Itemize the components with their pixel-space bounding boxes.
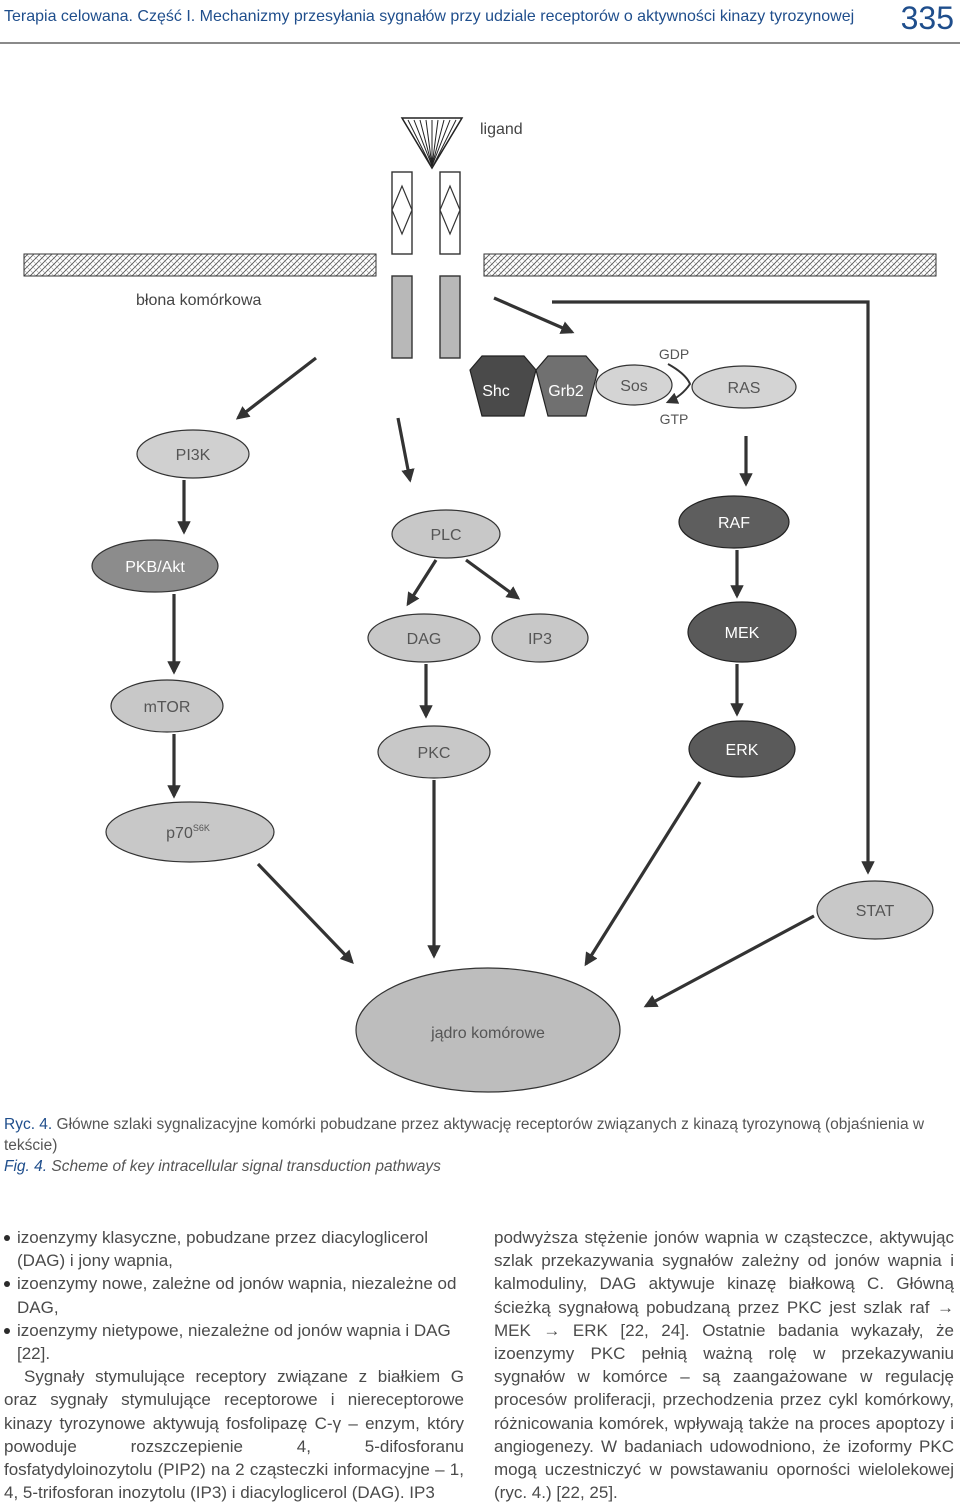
pi3k-node: [136, 429, 250, 479]
cell-membrane-right: [483, 253, 937, 277]
body-paragraph-left: Sygnały stymulujące receptory związane z…: [4, 1367, 464, 1503]
receptor-right: [439, 171, 461, 359]
signal-pathway-diagram: ligand błona komórkowa Shc Grb2 Sos GDP …: [23, 117, 937, 1093]
sos-label: Sos: [620, 378, 648, 395]
arrow-plc-to-ip3: [465, 558, 521, 600]
mtor-label: mTOR: [144, 699, 191, 716]
pi3k-label: PI3K: [176, 447, 211, 464]
erk-label: ERK: [726, 742, 759, 759]
ligand-label: ligand: [480, 121, 523, 138]
grb2-node: [535, 355, 599, 417]
caption-polish-text: Główne szlaki sygnalizacyjne komórki pob…: [4, 1116, 925, 1154]
s6k-superscript: S6K: [193, 823, 210, 833]
gdp-label: GDP: [659, 346, 689, 362]
plc-node: [391, 509, 501, 559]
ligand-hatching: [407, 119, 457, 167]
stat-label: STAT: [856, 903, 895, 920]
dag-node: [367, 613, 481, 663]
body-paragraph-right: podwyższa stężenie jonów wapnia w cząste…: [494, 1228, 954, 1503]
membrane-label: błona komórkowa: [136, 292, 262, 309]
ras-node: [691, 365, 797, 409]
erk-node: [688, 720, 796, 778]
caption-polish: Ryc. 4. Główne szlaki sygnalizacyjne kom…: [4, 1114, 956, 1156]
mek-label: MEK: [725, 625, 760, 642]
ip3-label: IP3: [528, 631, 552, 648]
p70-s6k-node: [105, 801, 275, 863]
arrow-receptor-to-stat: [552, 300, 875, 875]
arrow-stat-to-nucleus: [643, 914, 815, 1008]
running-header-title: Terapia celowana. Część I. Mechanizmy pr…: [4, 8, 855, 25]
header-divider: [0, 42, 960, 44]
figure-caption: Ryc. 4. Główne szlaki sygnalizacyjne kom…: [4, 1114, 956, 1177]
raf-label: RAF: [718, 515, 750, 532]
text-column-right: podwyższa stężenie jonów wapnia w cząste…: [494, 1226, 954, 1504]
nucleus-node: [355, 967, 621, 1093]
arrow-receptor-to-plc: [396, 417, 415, 483]
gtp-label: GTP: [660, 411, 689, 427]
caption-polish-label: Ryc. 4.: [4, 1116, 53, 1133]
pkc-node: [377, 725, 491, 779]
dag-label: DAG: [407, 631, 442, 648]
page-number: 335: [900, 0, 954, 36]
mtor-node: [110, 679, 224, 733]
raf-node: [678, 495, 790, 549]
text-column-left: izoenzymy klasyczne, pobudzane przez dia…: [4, 1226, 464, 1504]
arrow-plc-to-dag: [406, 559, 438, 607]
arrow-erk-to-nucleus: [584, 781, 702, 967]
stat-node: [816, 880, 934, 940]
ras-label: RAS: [728, 380, 761, 397]
caption-english-text: Scheme of key intracellular signal trans…: [51, 1158, 441, 1175]
gdp-gtp-exchange-arrow: [665, 363, 692, 404]
list-item: izoenzymy nowe, zależne od jonów wapnia,…: [4, 1272, 464, 1318]
arrow-receptor-to-pi3k: [235, 356, 317, 420]
arrow-p70-to-nucleus: [256, 862, 354, 964]
isoenzyme-list: izoenzymy klasyczne, pobudzane przez dia…: [4, 1226, 464, 1365]
cell-membrane-left: [23, 253, 377, 277]
list-item: izoenzymy klasyczne, pobudzane przez dia…: [4, 1226, 464, 1272]
caption-english-label: Fig. 4.: [4, 1158, 48, 1175]
plc-label: PLC: [430, 527, 461, 544]
mek-node: [687, 601, 797, 663]
caption-english: Fig. 4. Scheme of key intracellular sign…: [4, 1156, 956, 1177]
pkb-akt-label: PKB/Akt: [125, 559, 185, 576]
arrow-receptor-to-shc: [493, 296, 575, 334]
ip3-node: [491, 613, 589, 663]
receptor-left: [391, 171, 413, 359]
p70-s6k-label: p70S6K: [166, 823, 210, 842]
shc-label: Shc: [482, 383, 510, 400]
list-item: izoenzymy nietypowe, niezależne od jonów…: [4, 1319, 464, 1365]
pkb-akt-node: [91, 539, 219, 593]
p70-label: p70: [166, 825, 193, 842]
nucleus-label: jądro komórowe: [430, 1025, 545, 1042]
grb2-label: Grb2: [548, 383, 584, 400]
pathway-arrows: [167, 296, 875, 1008]
sos-node: [595, 364, 673, 406]
pkc-label: PKC: [418, 745, 451, 762]
